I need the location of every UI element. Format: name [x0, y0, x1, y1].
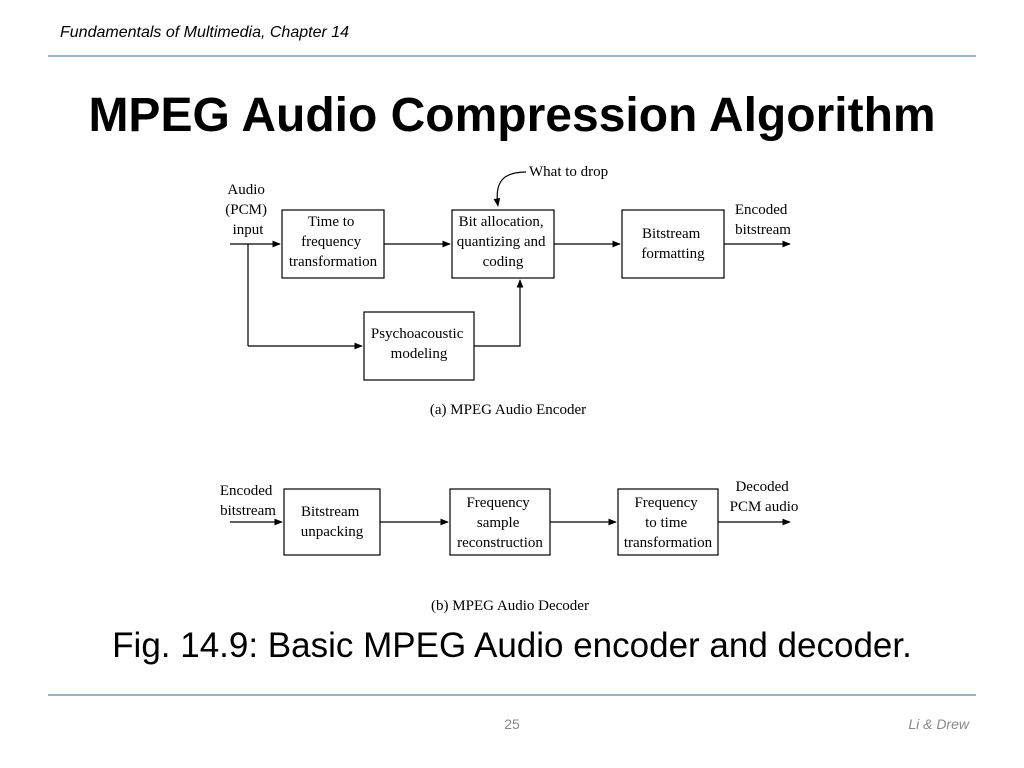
encoder-input-label: Audio (PCM) input [225, 182, 270, 238]
bitstream-formatting-label: Bitstream formatting [641, 226, 705, 262]
psycho-to-bitalloc-arrow [474, 279, 524, 347]
decoder-output-line: PCM audio [730, 499, 799, 515]
decoder-input-line: bitstream [220, 503, 276, 519]
time-frequency-line: Time to [308, 214, 355, 230]
encoder-input-line: (PCM) [225, 202, 267, 218]
authors-credit: Li & Drew [908, 716, 969, 732]
decoder-output-line: Decoded [735, 479, 789, 495]
frequency-to-time-line: to time [645, 515, 687, 531]
bitstream-unpacking-line: Bitstream [301, 504, 360, 520]
encoder-output-line: Encoded [735, 202, 788, 218]
bit-allocation-line: coding [483, 254, 524, 270]
psychoacoustic-box [363, 311, 475, 381]
bit-allocation-label: Bit allocation, quantizing and coding [457, 214, 549, 270]
bitstream-formatting-line: Bitstream [642, 226, 701, 242]
course-header: Fundamentals of Multimedia, Chapter 14 [60, 24, 350, 41]
time-frequency-box [281, 209, 385, 279]
frequency-to-time-label: Frequency to time transformation [624, 495, 713, 551]
encoder-input-line: input [233, 222, 265, 238]
page-number: 25 [504, 716, 520, 732]
figure-caption: Fig. 14.9: Basic MPEG Audio encoder and … [112, 626, 912, 665]
encoder-input-line: Audio [227, 182, 265, 198]
frequency-to-time-box [617, 488, 719, 556]
what-to-drop-arrow [493, 171, 527, 207]
encoder-output-label: Encoded bitstream [735, 202, 791, 238]
time-frequency-line: frequency [301, 234, 361, 250]
encoder-subcaption: (a) MPEG Audio Encoder [430, 402, 586, 418]
decoder-output-label: Decoded PCM audio [730, 479, 799, 515]
bitstream-formatting-line: formatting [641, 246, 705, 262]
bitstream-formatting-box [621, 209, 725, 279]
header-divider [48, 55, 976, 57]
time-frequency-line: transformation [289, 254, 378, 270]
frequency-reconstruction-label: Frequency sample reconstruction [457, 495, 543, 551]
bit-allocation-line: Bit allocation, [459, 214, 544, 230]
what-to-drop-label: What to drop [529, 164, 608, 180]
psychoacoustic-label: Psychoacoustic modeling [371, 326, 467, 362]
decoder-input-line: Encoded [220, 483, 273, 499]
time-frequency-label: Time to frequency transformation [289, 214, 378, 270]
frequency-to-time-line: Frequency [634, 495, 698, 511]
psychoacoustic-line: Psychoacoustic [371, 326, 464, 342]
decoder-subcaption: (b) MPEG Audio Decoder [431, 598, 589, 614]
bit-allocation-line: quantizing and [457, 234, 546, 250]
encoder-output-line: bitstream [735, 222, 791, 238]
footer-divider [48, 694, 976, 696]
frequency-reconstruction-line: Frequency [466, 495, 530, 511]
frequency-reconstruction-box [449, 488, 551, 556]
bit-allocation-box [451, 209, 555, 279]
frequency-reconstruction-line: reconstruction [457, 535, 543, 551]
bitstream-unpacking-label: Bitstream unpacking [301, 504, 364, 540]
bitstream-unpacking-line: unpacking [301, 524, 364, 540]
slide-title: MPEG Audio Compression Algorithm [88, 89, 936, 142]
bitstream-unpacking-box [283, 488, 381, 556]
psychoacoustic-line: modeling [391, 346, 448, 362]
frequency-to-time-line: transformation [624, 535, 713, 551]
frequency-reconstruction-line: sample [477, 515, 520, 531]
decoder-input-label: Encoded bitstream [220, 483, 276, 519]
